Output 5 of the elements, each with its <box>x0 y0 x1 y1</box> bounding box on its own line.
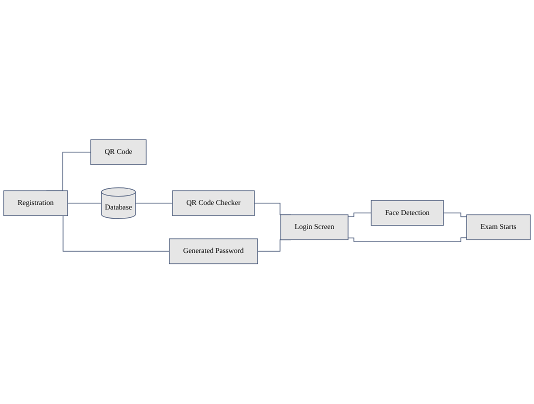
connector <box>348 238 467 242</box>
connector <box>348 212 372 218</box>
connector <box>67 203 102 204</box>
connector <box>135 203 173 204</box>
connector <box>443 212 467 218</box>
